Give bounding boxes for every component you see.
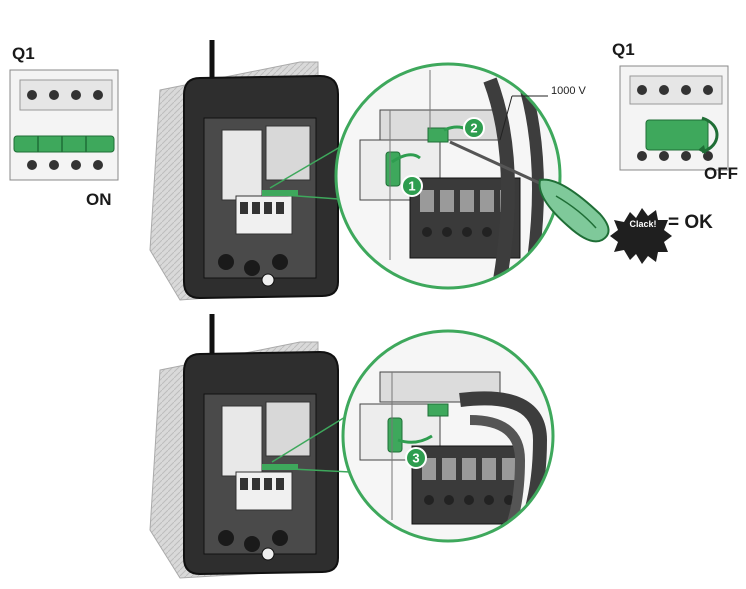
svg-text:2: 2: [470, 121, 477, 136]
step-badge-2: 2: [463, 117, 485, 139]
breaker-label-right: Q1: [612, 40, 635, 59]
charger-housing-bottom: [149, 314, 339, 579]
step-badge-1: 1: [401, 175, 423, 197]
clack-icon: Clack!: [610, 208, 672, 264]
breaker-q1-on: [9, 69, 119, 181]
screwdriver: [449, 140, 610, 243]
svg-text:1: 1: [408, 179, 415, 194]
voltage-label: 1000 V: [551, 85, 586, 97]
zoom-detail-top: [334, 62, 610, 290]
breaker-q1-off: [619, 65, 729, 171]
svg-text:3: 3: [412, 451, 419, 466]
step-badge-3: 3: [405, 447, 427, 469]
clack-text: Clack!: [629, 219, 656, 229]
breaker-state-on: ON: [86, 190, 112, 209]
zoom-detail-bottom: [341, 329, 555, 543]
ok-label: = OK: [668, 212, 713, 233]
charger-housing-top: [149, 40, 339, 301]
breaker-label-left: Q1: [12, 44, 35, 63]
breaker-state-off: OFF: [704, 164, 738, 183]
